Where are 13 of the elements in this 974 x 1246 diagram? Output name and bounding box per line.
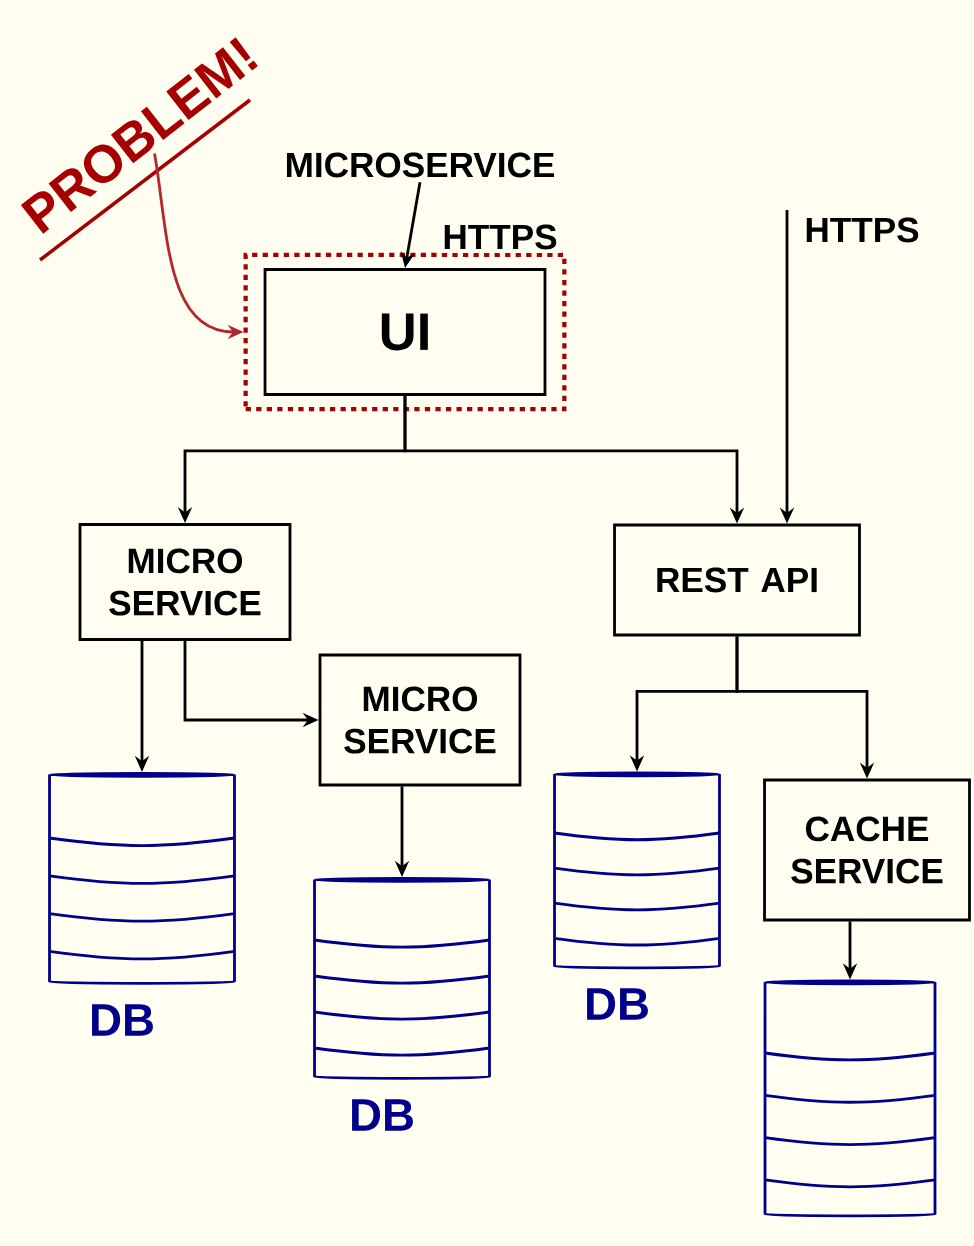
highlight-box: [243, 252, 567, 412]
service-box: MICRO SERVICE: [318, 653, 522, 787]
database-cylinder: [763, 979, 937, 1218]
service-box: CACHE SERVICE: [763, 778, 971, 922]
database-cylinder: DB: [48, 771, 236, 1036]
database-cylinder: DB: [313, 876, 491, 1131]
service-box: MICRO SERVICE: [78, 523, 292, 641]
service-box: REST API: [613, 523, 861, 637]
service-box: UI: [263, 268, 547, 396]
database-cylinder: DB: [553, 771, 721, 1020]
service-label: MICROSERVICE: [286, 152, 554, 178]
edge-label: HTTPS: [800, 214, 924, 246]
edge-label: HTTPS: [438, 221, 562, 253]
